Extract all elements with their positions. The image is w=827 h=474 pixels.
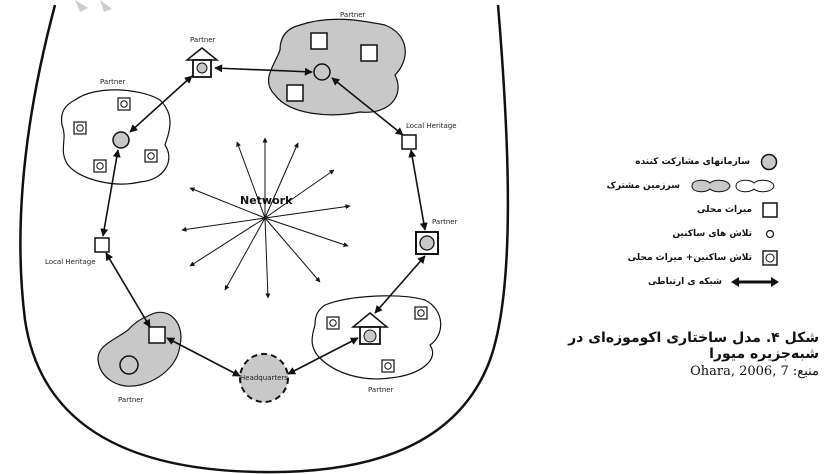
partner-label-bottom-right: Partner xyxy=(368,386,394,394)
shared-land-shapes-icon xyxy=(691,179,775,193)
resident-heritage-icon xyxy=(73,121,87,135)
figure-caption: شکل ۴. مدل ساختاری اکوموزه‌ای در شبه‌جزی… xyxy=(519,330,819,379)
partner-square-icon xyxy=(415,231,439,255)
legend: سازمانهای مشارکت کننده سرزمین مشترک میرا… xyxy=(540,150,780,294)
participant-circle xyxy=(112,131,130,149)
legend-label: سازمانهای مشارکت کننده xyxy=(635,157,750,167)
local-heritage-square xyxy=(401,134,417,150)
network-label: Network xyxy=(240,194,293,207)
partner-label-bottom-left: Partner xyxy=(118,396,144,404)
link-partner-top-land xyxy=(214,64,313,76)
partner-house-icon xyxy=(350,312,390,345)
legend-label: میراث محلی xyxy=(697,205,752,215)
resident-heritage-icon xyxy=(326,316,340,330)
link-local-heritage-left-land xyxy=(100,149,121,237)
link-local-heritage-partner-right xyxy=(408,149,428,231)
link-partner-right-house xyxy=(374,255,426,314)
link-house-headquarters xyxy=(287,337,359,375)
headquarters-circle xyxy=(239,353,289,403)
legend-item: تلاش ساکنین+ میراث محلی xyxy=(540,246,780,270)
partner-label-top: Partner xyxy=(190,36,216,44)
corner-mark xyxy=(75,0,88,12)
local-heritage-label-left: Local Heritage xyxy=(45,258,96,266)
circle-gray-icon xyxy=(760,153,778,171)
partner-label-left: Partner xyxy=(100,78,126,86)
peninsula-outline xyxy=(19,4,510,474)
participant-circle xyxy=(119,355,139,375)
caption-source: منبع: Ohara, 2006, 7 xyxy=(519,364,819,379)
shared-land-bottom-left xyxy=(97,311,182,387)
participant-circle xyxy=(313,63,331,81)
legend-item: تلاش های ساکنین xyxy=(540,222,780,246)
heritage-square xyxy=(148,326,166,344)
heritage-square xyxy=(360,44,378,62)
partner-label-top-right: Partner xyxy=(340,11,366,19)
resident-heritage-icon xyxy=(117,97,131,111)
resident-heritage-icon xyxy=(414,306,428,320)
legend-label: تلاش های ساکنین xyxy=(672,229,752,239)
source-reference: Ohara, 2006, 7 xyxy=(690,364,789,379)
legend-item: میراث محلی xyxy=(540,198,780,222)
headquarters-label: Headquarters xyxy=(240,374,288,382)
partner-label-right: Partner xyxy=(432,218,458,226)
link-land-local-heritage-right xyxy=(331,77,404,136)
link-bottom-left-local-heritage xyxy=(105,252,151,328)
resident-heritage-icon xyxy=(381,359,395,373)
legend-item: سرزمین مشترک xyxy=(540,174,780,198)
source-label: منبع: xyxy=(792,364,819,379)
link-partner-left-land xyxy=(129,75,193,133)
heritage-square xyxy=(286,84,304,102)
resident-heritage-icon xyxy=(144,149,158,163)
local-heritage-square xyxy=(94,237,110,253)
square-icon xyxy=(762,202,778,218)
legend-label: سرزمین مشترک xyxy=(606,181,680,191)
resident-heritage-icon xyxy=(93,159,107,173)
square-circle-icon xyxy=(762,250,778,266)
partner-house-icon xyxy=(184,47,220,78)
heritage-square xyxy=(310,32,328,50)
legend-label: شبکه ی ارتباطی xyxy=(647,277,722,287)
caption-title: شکل ۴. مدل ساختاری اکوموزه‌ای در شبه‌جزی… xyxy=(568,330,819,362)
small-circle-icon xyxy=(765,229,775,239)
network-links xyxy=(100,64,428,377)
legend-label: تلاش ساکنین+ میراث محلی xyxy=(627,253,752,263)
legend-item: شبکه ی ارتباطی xyxy=(540,270,780,294)
link-headquarters-bottom-left xyxy=(166,337,241,377)
double-arrow-icon xyxy=(731,277,779,287)
local-heritage-label-right: Local Heritage xyxy=(406,122,457,130)
network-star xyxy=(181,137,351,299)
legend-item: سازمانهای مشارکت کننده xyxy=(540,150,780,174)
corner-mark xyxy=(100,0,112,12)
